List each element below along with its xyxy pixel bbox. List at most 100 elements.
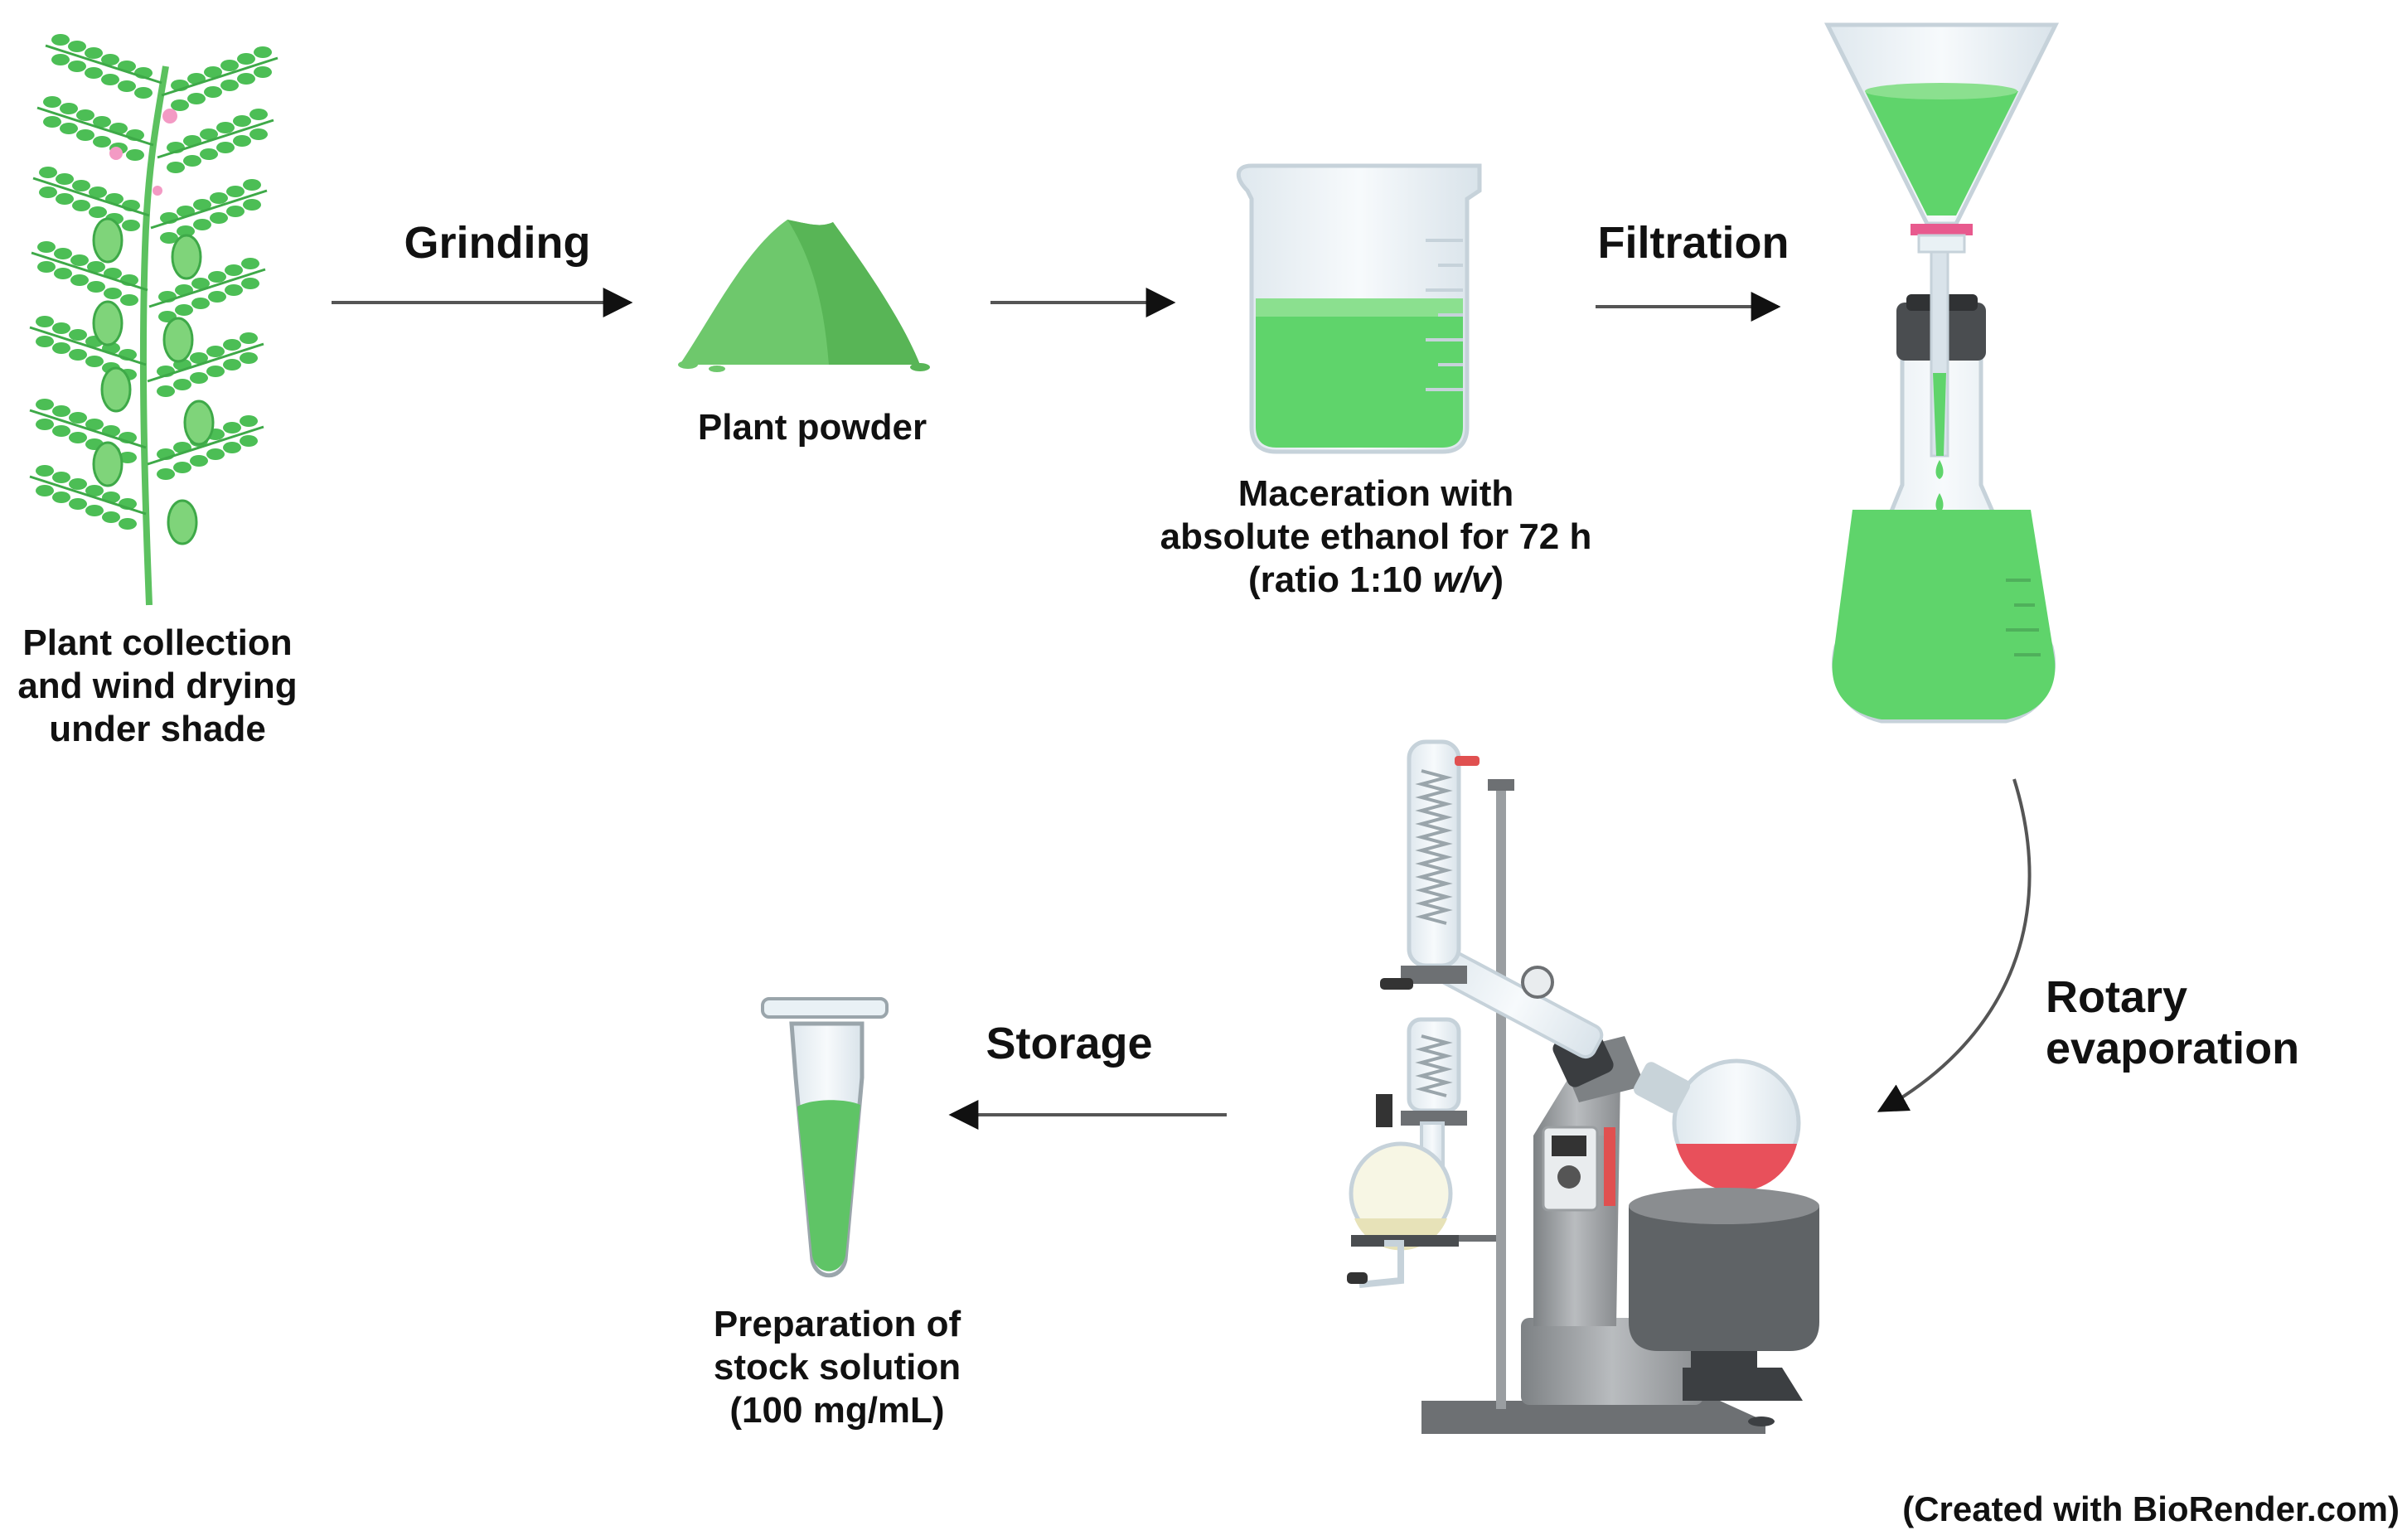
leaflet [204, 66, 222, 78]
frond-stem [31, 251, 148, 292]
leaflet [85, 505, 104, 516]
frond-stem [150, 189, 268, 230]
leaflet [87, 261, 105, 273]
leaflet [89, 206, 107, 218]
frond-stem [161, 56, 278, 97]
leaflet [87, 281, 105, 293]
leaflet [43, 116, 61, 128]
leaflet [101, 54, 119, 65]
leaflet [243, 179, 261, 191]
leaflet [220, 60, 239, 71]
leaflet [237, 73, 255, 85]
leaflet [157, 468, 175, 480]
leaflet [69, 329, 87, 341]
leaflet [190, 455, 208, 467]
leaflet [70, 274, 89, 286]
node-powder-label: Plant powder [697, 407, 927, 448]
leaflet [101, 74, 119, 85]
leaflet [72, 200, 90, 211]
leaflet [68, 61, 86, 72]
seed-pod [92, 217, 123, 264]
arrows [332, 288, 2032, 1130]
frond-stem [32, 177, 150, 217]
rotary-line-1: Rotary [2046, 972, 2188, 1022]
leaflet [208, 291, 226, 303]
leaflet [226, 206, 245, 217]
leaflet [39, 167, 57, 178]
leaflet [249, 109, 268, 120]
leaflet [240, 352, 258, 364]
maceration-line-3: (ratio 1:10 w/v) [1247, 559, 1504, 600]
leaflet [118, 80, 136, 92]
leaflet [193, 219, 211, 230]
leaflet [167, 162, 185, 173]
leaflet [68, 41, 86, 52]
leaflet [160, 232, 178, 244]
leaflet [52, 342, 70, 354]
leaflet [72, 180, 90, 191]
leaflet [69, 498, 87, 510]
node-maceration-label: Maceration with absolute ethanol for 72 … [1127, 472, 1625, 602]
leaflet [52, 425, 70, 437]
seed-pod [171, 234, 202, 280]
leaflet [51, 34, 70, 46]
leaflet [200, 128, 218, 140]
leaflet [52, 322, 70, 334]
leaflet [220, 80, 239, 91]
node-plant-label: Plant collection and wind drying under s… [0, 622, 315, 751]
leaflet [69, 432, 87, 443]
leaflet [102, 511, 120, 523]
seed-pods [92, 217, 215, 545]
leaflet [60, 123, 78, 134]
leaflet [43, 96, 61, 108]
leaflet [241, 258, 259, 269]
leaflet [36, 485, 54, 496]
frond-stem [147, 342, 264, 383]
leaflet [37, 241, 56, 253]
leaflet [200, 148, 218, 160]
frond-stem [45, 44, 162, 85]
leaflet [157, 385, 175, 397]
arrow-rotary-evaporation [1877, 778, 2032, 1112]
plant-illustration [29, 34, 278, 606]
leaflet [249, 128, 268, 140]
leaflet [240, 332, 258, 344]
leaflet [190, 352, 208, 364]
leaflet [89, 186, 107, 198]
leaflet [193, 199, 211, 211]
leaflet [52, 472, 70, 483]
leaflet [69, 349, 87, 361]
step-storage: Storage [986, 1019, 1153, 1068]
leaflet [60, 103, 78, 114]
leaflet [240, 415, 258, 427]
leaflet [120, 294, 138, 306]
leaflet [126, 149, 144, 161]
leaflet [243, 199, 261, 211]
step-filtration: Filtration [1597, 218, 1790, 268]
leaflet [240, 435, 258, 447]
maceration-line-2: absolute ethanol for 72 h [1160, 516, 1592, 557]
seed-pod [92, 300, 123, 346]
leaflet [206, 448, 225, 460]
leaflet [54, 248, 72, 259]
leaflet [39, 186, 57, 198]
leaflet [237, 53, 255, 65]
leaves [29, 34, 278, 530]
leaflet [85, 356, 104, 367]
stock-line-3: (100 mg/mL) [729, 1390, 945, 1431]
frond-stem [148, 268, 266, 308]
leaflet [206, 366, 225, 377]
leaflet [119, 452, 137, 463]
leaflet [226, 186, 245, 197]
leaflet [191, 298, 210, 309]
leaflet [104, 288, 122, 299]
leaflet [56, 173, 74, 185]
rotary-line-2: evaporation [2046, 1024, 2300, 1073]
stock-line-2: stock solution [713, 1347, 961, 1387]
filtration-setup [1823, 22, 2060, 724]
leaflet [69, 478, 87, 490]
leaflet [54, 268, 72, 279]
leaflet [254, 66, 272, 78]
leaflet [51, 54, 70, 65]
